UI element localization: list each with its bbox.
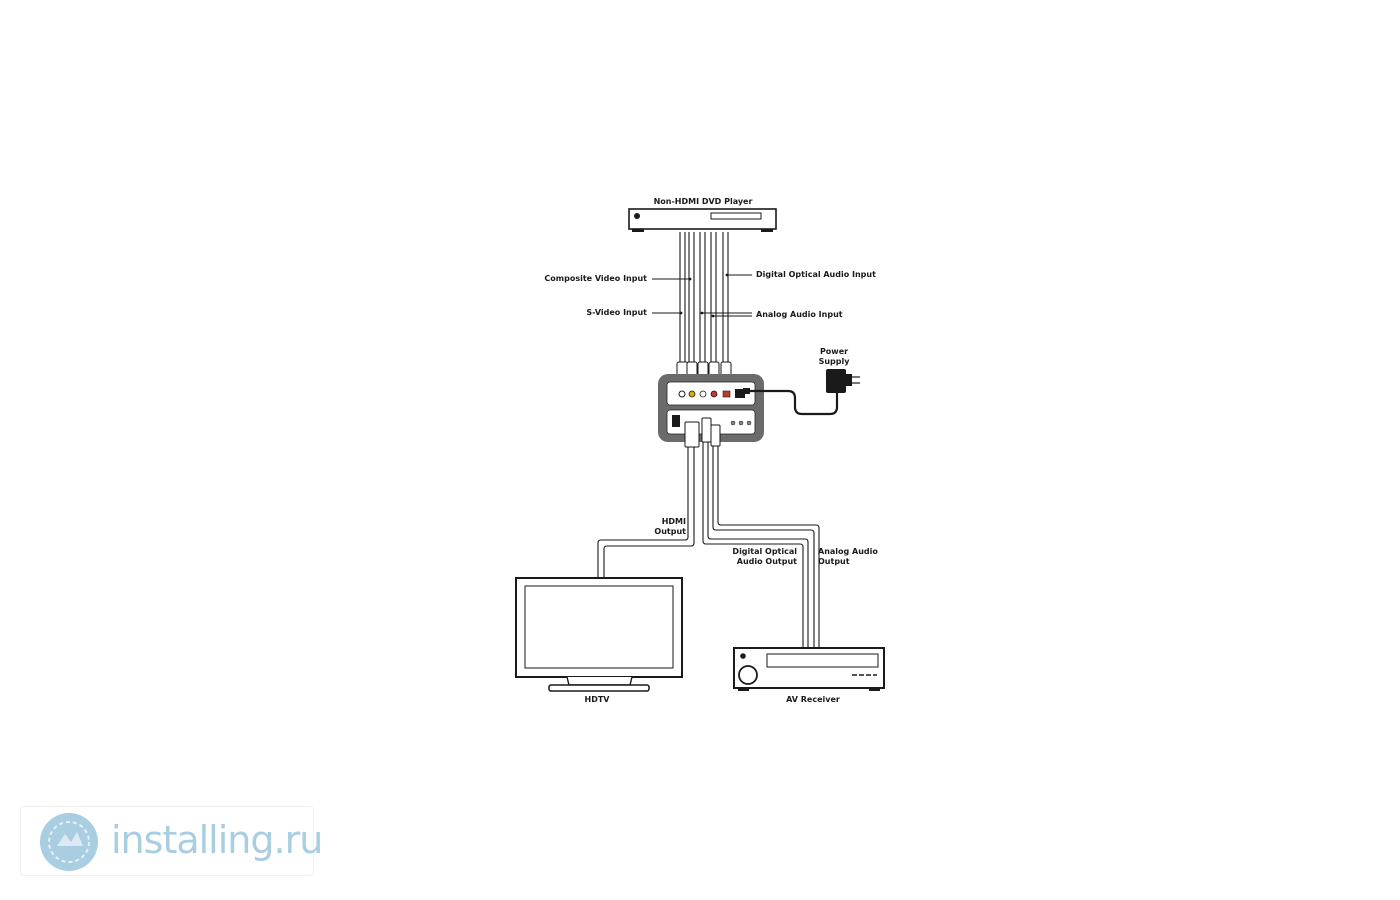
hdmi-output-label-line1: HDMI [662, 517, 686, 526]
dvd-player-label: Non-HDMI DVD Player [654, 197, 753, 206]
av-receiver-power-icon [740, 653, 746, 659]
av-receiver-foot-right [869, 688, 880, 691]
cable-hdmi-b [603, 447, 695, 578]
power-adapter-icon [826, 369, 846, 393]
indicator-2-icon [746, 420, 752, 426]
plug-audio-r [708, 361, 720, 377]
analog-audio-input-label: Analog Audio Input [756, 310, 843, 319]
analog-audio-output-label-line1: Analog Audio [818, 547, 878, 556]
port-audio-l-icon [699, 390, 707, 398]
s-video-input-label: S-Video Input [586, 308, 647, 317]
hdtv-stand [548, 684, 650, 692]
watermark-text: installing.ru [111, 818, 323, 862]
hdtv: HDTV [515, 577, 683, 704]
port-optical-icon [722, 390, 731, 398]
plug-audio-l [697, 361, 709, 377]
av-receiver: AV Receiver [733, 647, 885, 704]
power-cable [748, 389, 839, 416]
av-receiver-volume-knob-icon [738, 665, 758, 685]
digital-optical-output-label-line1: Digital Optical [732, 547, 797, 556]
output-labels: HDMI Output Digital Optical Audio Output… [654, 517, 878, 566]
converter-box [658, 374, 764, 442]
plug-svideo [676, 361, 689, 377]
indicator-1-icon [738, 420, 744, 426]
cable-hdmi-a [597, 447, 689, 578]
cable-analog-out-a [712, 446, 815, 648]
dvd-player-foot-right [761, 229, 773, 232]
analog-audio-output-label-line2: Output [818, 557, 850, 566]
port-composite-icon [688, 390, 696, 398]
composite-video-input-label: Composite Video Input [544, 274, 647, 283]
power-plug [743, 388, 750, 394]
input-labels: Composite Video Input S-Video Input Digi… [544, 270, 876, 319]
hdtv-neck [566, 676, 633, 686]
power-supply-label-line2: Supply [819, 357, 851, 366]
hdtv-screen [524, 585, 674, 669]
plug-optical [720, 361, 732, 377]
plug-analog-out [710, 424, 721, 447]
dvd-player-foot-left [632, 229, 644, 232]
indicator-3-icon [730, 420, 736, 426]
hdmi-output-label-line2: Output [654, 527, 686, 536]
dvd-disc-tray [710, 212, 762, 220]
plug-hdmi [684, 421, 700, 448]
plug-optical-out [701, 417, 712, 443]
port-svideo-icon [678, 390, 686, 398]
av-receiver-display [766, 653, 879, 668]
input-cables [679, 232, 729, 364]
watermark: installing.ru [20, 806, 323, 876]
hdtv-label: HDTV [585, 695, 611, 704]
cable-analog-out-b [717, 446, 820, 648]
port-hdmi-out-icon [672, 415, 680, 427]
installing-logo-icon [40, 813, 98, 871]
output-cables [597, 442, 820, 648]
dvd-player: Non-HDMI DVD Player [628, 197, 777, 232]
plug-composite [686, 361, 698, 377]
digital-optical-output-label-line2: Audio Output [737, 557, 797, 566]
cable-optical-out-b [707, 442, 809, 648]
av-receiver-label: AV Receiver [786, 695, 840, 704]
port-dc-in-icon [735, 389, 745, 398]
dvd-power-dot-icon [634, 213, 640, 219]
cable-optical-out-a [702, 442, 804, 648]
output-plugs [684, 417, 721, 448]
digital-optical-audio-input-label: Digital Optical Audio Input [756, 270, 876, 279]
port-audio-r-icon [710, 390, 718, 398]
power-supply: Power Supply [743, 347, 860, 416]
av-receiver-foot-left [738, 688, 749, 691]
power-supply-label-line1: Power [820, 347, 848, 356]
